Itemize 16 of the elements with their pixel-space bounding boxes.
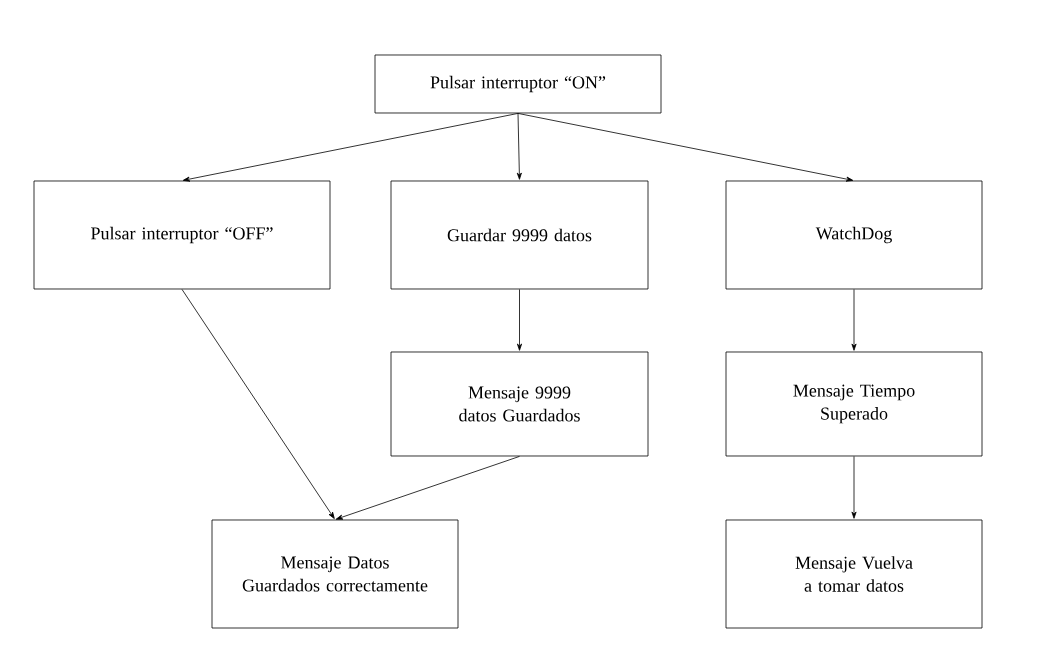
- process-box: Mensaje 9999 datos Guardados: [390, 351, 649, 457]
- arrow: [851, 456, 857, 519]
- process-box: WatchDog: [725, 180, 983, 290]
- process-box: Mensaje Datos Guardados correctamente: [211, 519, 459, 629]
- arrow: [181, 289, 335, 519]
- arrow: [182, 113, 519, 182]
- arrow: [517, 289, 523, 351]
- arrow: [335, 456, 520, 520]
- arrow: [517, 113, 854, 182]
- process-box: Mensaje Vuelva a tomar datos: [725, 519, 983, 629]
- arrow: [516, 113, 522, 180]
- process-box: Pulsar interruptor “ON”: [374, 54, 662, 114]
- arrow: [851, 289, 857, 351]
- process-box: Mensaje Tiempo Superado: [725, 351, 983, 457]
- process-box: Guardar 9999 datos: [390, 180, 649, 290]
- process-box: Pulsar interruptor “OFF”: [33, 180, 331, 290]
